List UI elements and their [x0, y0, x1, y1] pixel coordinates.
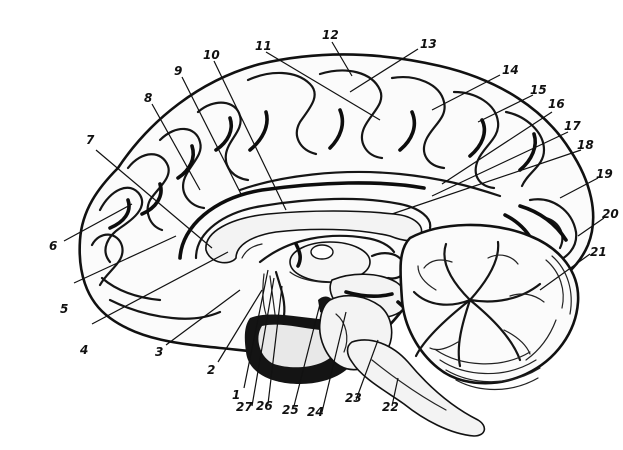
label-7: 7	[86, 133, 95, 147]
label-21: 21	[590, 245, 607, 259]
label-14: 14	[502, 63, 519, 77]
cerebellar-folia	[435, 255, 572, 391]
label-6: 6	[49, 239, 57, 253]
label-12: 12	[322, 28, 339, 42]
label-11: 11	[255, 39, 272, 53]
cerebellum	[399, 223, 580, 385]
labels: 1 2 3 4 5 6 7 8 9 10 11 12 13 14 15 16 1…	[49, 28, 619, 419]
cingulate-gyrus	[194, 197, 432, 260]
medulla-oblongata	[346, 339, 486, 437]
parietal-gyri	[238, 69, 546, 198]
label-17: 17	[564, 119, 581, 133]
label-16: 16	[548, 97, 565, 111]
label-26: 26	[256, 399, 273, 413]
label-27: 27	[236, 400, 253, 414]
label-4: 4	[79, 343, 88, 357]
label-9: 9	[174, 64, 182, 78]
label-8: 8	[144, 91, 152, 105]
leader-lines	[63, 41, 605, 413]
label-20: 20	[602, 207, 619, 221]
label-1: 1	[232, 388, 240, 402]
cerebral-aqueduct	[344, 290, 394, 298]
label-2: 2	[207, 363, 215, 377]
label-25: 25	[282, 403, 299, 417]
label-23: 23	[345, 391, 362, 405]
label-19: 19	[596, 167, 613, 181]
arbor-vitae	[412, 240, 545, 368]
label-15: 15	[530, 83, 547, 97]
frontal-gyri	[90, 101, 250, 320]
label-24: 24	[307, 405, 324, 419]
label-10: 10	[203, 48, 220, 62]
label-5: 5	[60, 302, 68, 316]
interthalamic-adhesion	[310, 244, 334, 260]
label-18: 18	[577, 138, 594, 152]
label-13: 13	[420, 37, 437, 51]
fornix	[258, 234, 396, 264]
label-22: 22	[382, 400, 399, 414]
label-3: 3	[155, 345, 163, 359]
